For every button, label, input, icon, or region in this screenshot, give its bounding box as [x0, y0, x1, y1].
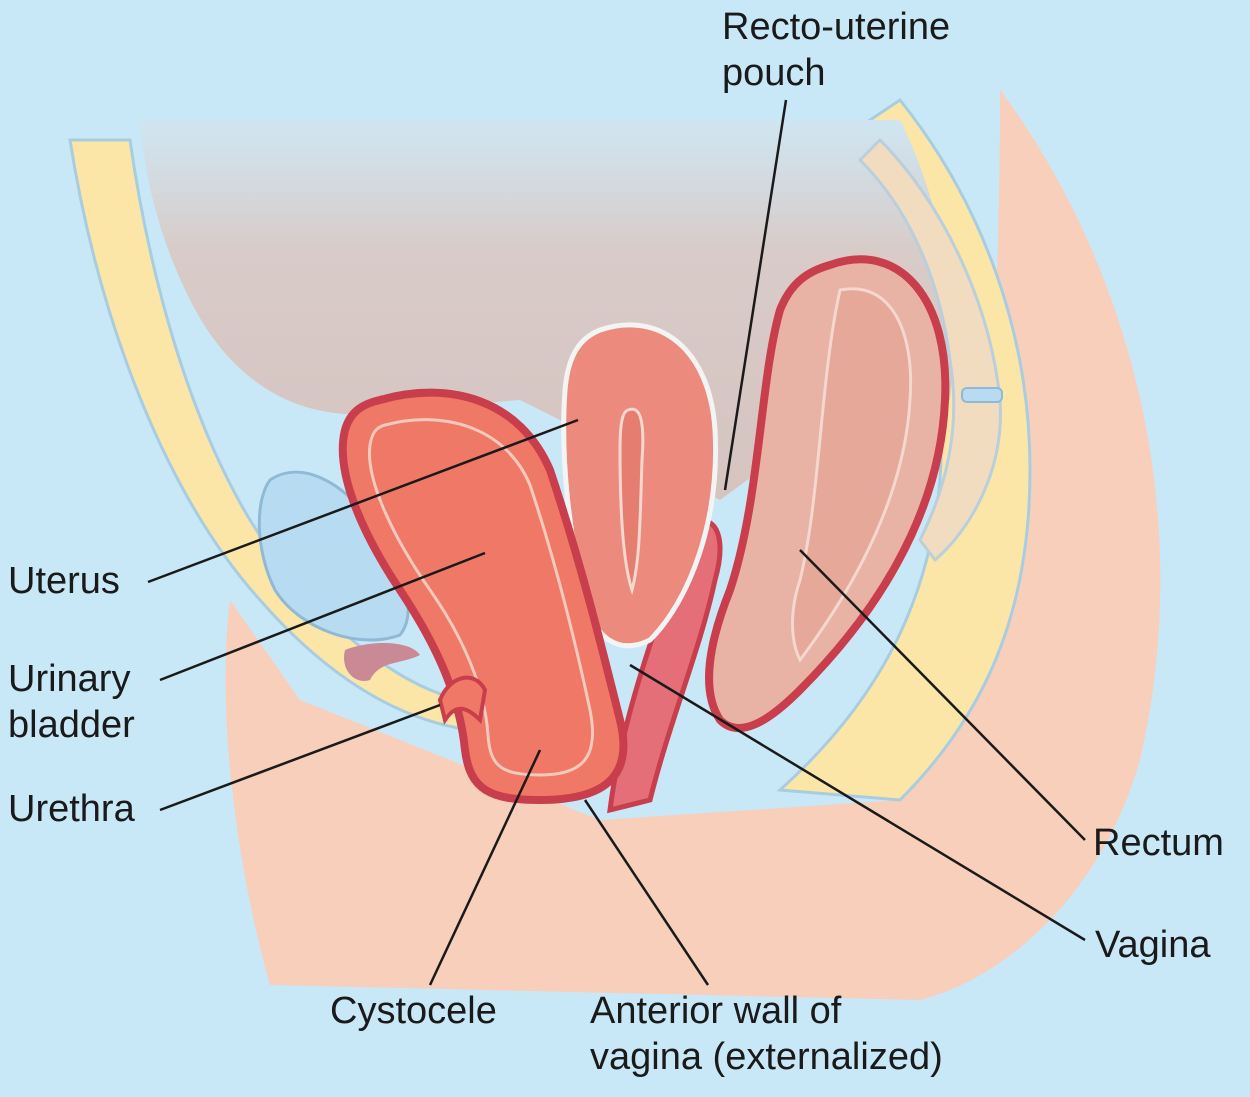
leader-vagina: [629, 663, 1086, 942]
bladder-cystocele: [338, 388, 628, 805]
leader-anterior-wall: [583, 799, 710, 986]
label-anterior-wall-of-vagina: Anterior wall of vagina (externalized): [590, 988, 943, 1080]
label-line: Urinary: [8, 658, 131, 700]
label-cystocele: Cystocele: [330, 990, 497, 1032]
label-uterus: Uterus: [8, 560, 120, 602]
label-rectum: Rectum: [1093, 822, 1224, 864]
leader-urethra: [159, 703, 441, 812]
leader-cystocele: [428, 749, 542, 986]
uterine-cavity: [618, 407, 645, 596]
label-line: vagina (externalized): [590, 1036, 943, 1078]
label-line: pouch: [722, 52, 826, 94]
leader-rectum: [799, 549, 1086, 841]
abdominal-cavity: [140, 120, 953, 500]
coccyx-disc: [961, 387, 1003, 403]
sacrum: [857, 137, 1002, 563]
rectum-lumen: [791, 287, 913, 663]
label-urinary-bladder: Urinary bladder: [8, 656, 135, 748]
urethra-shape: [437, 675, 488, 725]
leader-recto-uterine-pouch: [723, 99, 788, 491]
bladder-inner-wall: [367, 418, 595, 777]
leader-urinary-bladder: [159, 551, 486, 682]
leader-uterus: [147, 418, 579, 584]
label-urethra: Urethra: [8, 788, 135, 830]
label-line: bladder: [8, 704, 135, 746]
label-vagina: Vagina: [1095, 924, 1211, 966]
label-line: Recto-uterine: [722, 6, 951, 48]
clitoris: [344, 643, 420, 681]
label-line: Anterior wall of: [590, 990, 842, 1032]
label-recto-uterine-pouch: Recto-uterine pouch: [722, 4, 950, 96]
